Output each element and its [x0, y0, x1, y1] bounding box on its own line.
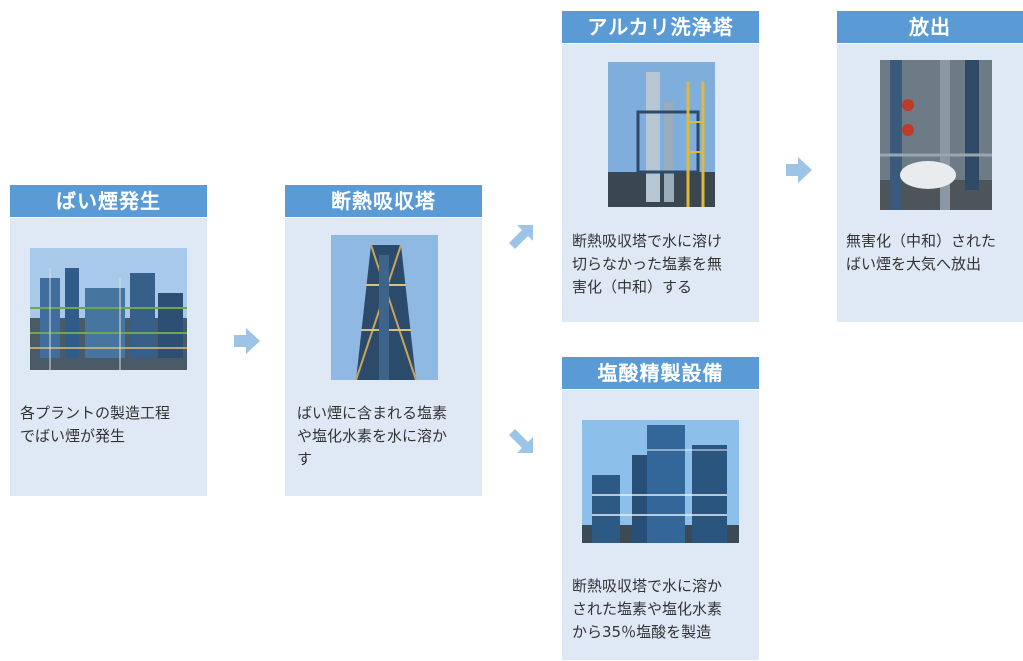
step-title-absorption-tower: 断熱吸収塔: [285, 185, 482, 217]
step-title-alkali-scrubber: アルカリ洗浄塔: [562, 11, 759, 43]
step-title-hydrochloric-acid-plant: 塩酸精製設備: [562, 357, 759, 389]
release-equipment-photo: [880, 60, 992, 210]
alkali-scrubber-photo: [608, 62, 715, 207]
step-description-alkali-scrubber: 断熱吸収塔で水に溶け 切らなかった塩素を無 害化（中和）する: [572, 232, 723, 296]
absorption-tower-photo: [331, 235, 438, 380]
step-description-release: 無害化（中和）された ばい煙を大気へ放出: [846, 232, 997, 273]
step-description-absorption-tower: ばい煙に含まれる塩素 や塩化水素を水に溶か す: [297, 404, 448, 468]
arrow-right-icon: [232, 326, 262, 356]
chemical-plant-photo: [30, 248, 187, 370]
step-description-smoke-generation: 各プラントの製造工程 でばい煙が発生: [20, 404, 171, 445]
arrow-right-icon: [784, 155, 814, 185]
arrow-up-right-icon: [506, 222, 536, 252]
hydrochloric-acid-plant-photo: [582, 420, 739, 543]
arrow-down-right-icon: [506, 426, 536, 456]
step-description-hydrochloric-acid-plant: 断熱吸収塔で水に溶か された塩素や塩化水素 から35％塩酸を製造: [572, 577, 723, 641]
step-title-smoke-generation: ばい煙発生: [10, 185, 207, 217]
step-title-release: 放出: [837, 11, 1023, 43]
